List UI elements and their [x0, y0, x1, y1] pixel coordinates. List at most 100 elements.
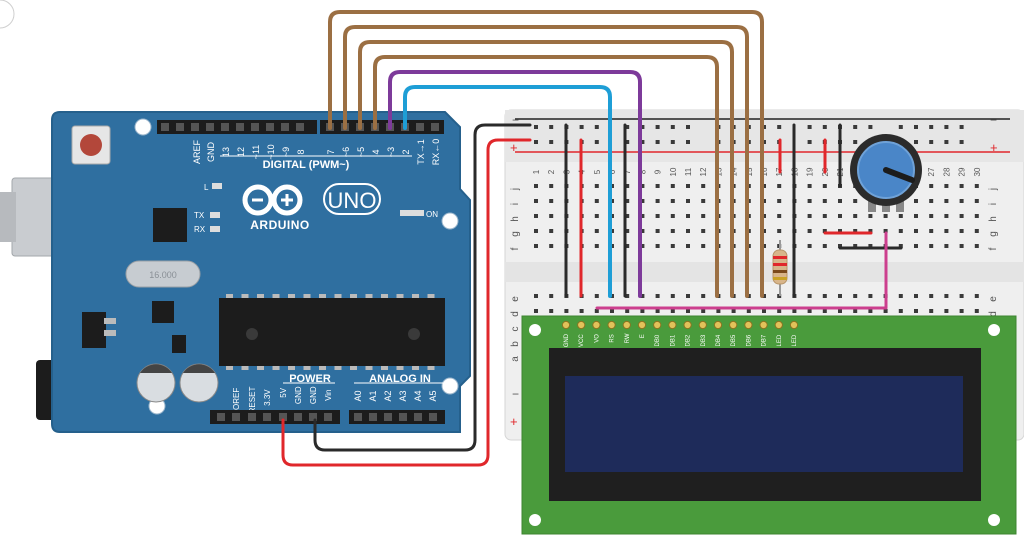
- wire-brown-d5[interactable]: [358, 40, 734, 298]
- wire-pink-vo[interactable]: [595, 231, 888, 310]
- breadboard-hole: [838, 229, 842, 233]
- breadboard-hole: [959, 229, 964, 233]
- breadboard-hole: [534, 199, 538, 203]
- breadboard-hole: [746, 309, 751, 313]
- wire-brown-d6[interactable]: [343, 25, 749, 298]
- wire-red-5v[interactable]: [281, 138, 532, 467]
- mounting-hole: [441, 212, 459, 230]
- breadboard-hole: [898, 229, 903, 233]
- breadboard-hole: [701, 184, 706, 188]
- regulator-small: [172, 335, 186, 353]
- header-socket: [266, 123, 274, 131]
- rail-hole: [914, 125, 918, 129]
- lcd-pin-pad: [713, 320, 723, 330]
- rail-minus-label-top: −: [512, 113, 519, 127]
- breadboard-hole: [579, 309, 584, 313]
- breadboard-hole: [974, 199, 979, 203]
- rail-hole: [640, 140, 645, 144]
- regulator-pin: [104, 318, 116, 324]
- rail-hole: [640, 125, 645, 129]
- header-socket: [279, 413, 287, 421]
- breadboard-hole: [807, 294, 812, 298]
- lcd-pin-label: LED: [792, 334, 798, 346]
- breadboard-hole: [686, 184, 690, 188]
- breadboard-hole: [883, 214, 888, 218]
- breadboard-hole: [549, 294, 554, 298]
- lcd-pin-pad: [577, 320, 586, 330]
- analog-header-label: ANALOG IN: [369, 373, 431, 385]
- rail-hole: [579, 125, 584, 129]
- resistor[interactable]: [772, 240, 788, 296]
- breadboard-hole: [914, 294, 918, 298]
- breadboard-hole: [777, 229, 782, 233]
- breadboard-hole: [625, 294, 630, 298]
- chip-pin: [381, 294, 388, 298]
- breadboard-hole: [655, 244, 660, 248]
- rail-hole: [944, 125, 949, 129]
- chip-pin: [226, 366, 233, 370]
- breadboard-hole: [686, 214, 690, 218]
- atmega-chip-pins: [226, 294, 435, 370]
- breadboard-hole: [640, 294, 645, 298]
- breadboard-hole: [807, 244, 812, 248]
- breadboard-hole: [549, 199, 554, 203]
- column-label: 1: [532, 169, 541, 174]
- rail-hole: [549, 125, 554, 129]
- breadboard-hole: [670, 199, 675, 203]
- column-label: 15: [745, 167, 754, 176]
- header-socket: [176, 123, 184, 131]
- breadboard-hole: [777, 199, 782, 203]
- breadboard-hole: [822, 244, 827, 248]
- header-socket: [281, 123, 289, 131]
- chip-pin: [396, 294, 404, 298]
- arduino-logo-icon: [242, 184, 303, 216]
- breadboard-hole: [838, 244, 842, 248]
- wire-black-gnd[interactable]: [313, 123, 532, 452]
- breadboard-hole: [838, 294, 842, 298]
- digital-pin-label: ~3: [386, 147, 396, 157]
- wire-purple-e[interactable]: [388, 70, 642, 298]
- breadboard-hole: [549, 244, 554, 248]
- lcd-pin-pad: [789, 320, 799, 330]
- reset-button-cap[interactable]: [80, 134, 102, 156]
- power-pin-label: 3.3V: [263, 389, 272, 406]
- wire-brown-d7[interactable]: [328, 10, 764, 298]
- breadboard-hole: [686, 199, 690, 203]
- lcd-pin-label: DB2: [686, 334, 692, 346]
- breadboard-hole: [974, 309, 979, 313]
- breadboard-hole: [929, 199, 934, 203]
- breadboard-hole: [777, 214, 782, 218]
- row-label: h: [510, 216, 521, 222]
- breadboard-hole: [822, 229, 827, 233]
- breadboard-hole: [640, 309, 645, 313]
- header-socket: [429, 413, 437, 421]
- lcd-mount-hole: [529, 324, 541, 336]
- wire-brown-d4[interactable]: [373, 55, 719, 298]
- lcd-pin-label: E: [640, 334, 646, 338]
- header-socket: [161, 123, 169, 131]
- chip-notch-dot: [408, 328, 420, 340]
- wire-blue-rs[interactable]: [403, 85, 612, 298]
- breadboard-hole: [959, 294, 964, 298]
- header-socket: [221, 123, 229, 131]
- rail-hole: [914, 140, 918, 144]
- breadboard-hole: [594, 244, 599, 248]
- breadboard-hole: [822, 199, 827, 203]
- breadboard-hole: [655, 214, 660, 218]
- breadboard-hole: [868, 294, 873, 298]
- row-label: i: [988, 203, 999, 205]
- header-socket: [191, 123, 199, 131]
- breadboard-hole: [564, 309, 569, 313]
- capacitor-top: [140, 364, 172, 373]
- breadboard-hole: [838, 309, 842, 313]
- breadboard-hole: [868, 244, 873, 248]
- potentiometer[interactable]: [850, 134, 922, 212]
- uno-label: UNO: [328, 188, 377, 213]
- chip-pin: [427, 366, 435, 370]
- digital-pin-label: 4: [371, 149, 381, 154]
- rail-hole: [594, 140, 599, 144]
